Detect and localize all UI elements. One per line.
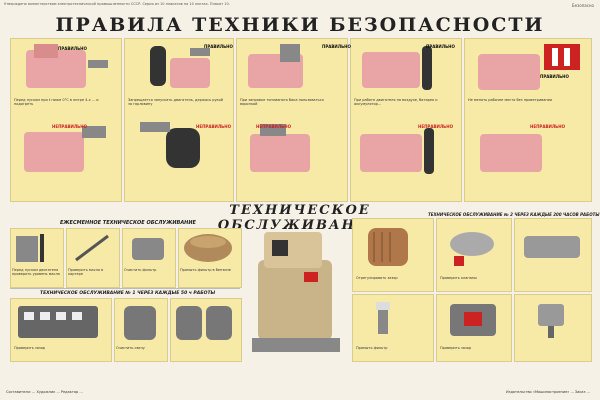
header-right: Безопасно [571,3,594,8]
engine-cutaway-illustration [252,232,340,352]
section-to1: ТЕХНИЧЕСКОЕ ОБСЛУЖИВАНИЕ № 1 ЧЕРЕЗ КАЖДЫ… [40,291,216,296]
maint-caption-1: Перед пуском двигателя проверить уровень… [12,268,60,276]
safety-title: ПРАВИЛА ТЕХНИКИ БЕЗОПАСНОСТИ [55,14,545,36]
safety-caption-5: Не менять рабочее место без проветривани… [468,98,553,102]
engine-illustration-5 [478,44,580,90]
maint-caption-6: Очистить свечу [116,346,145,350]
maint-caption-7: Отрегулировать зазор [356,276,398,280]
maint-caption-9: Промыть фильтр [356,346,388,350]
filter-illustration [132,238,164,260]
engine-illustration-7 [140,122,200,168]
safety-caption-2: Запрещается запускать двигатель, держась… [128,98,224,106]
tag-correct-5: ПРАВИЛЬНО [540,74,569,79]
divider [10,288,240,289]
engine-illustration-10 [480,134,542,172]
maint-caption-10: Проверить зазор [440,346,472,350]
tag-wrong-4: НЕПРАВИЛЬНО [418,124,453,129]
maint-caption-5: Проверить зазор [14,346,46,350]
tag-wrong-3: НЕПРАВИЛЬНО [256,124,291,129]
crankcase-illustration [184,234,232,262]
engine-illustration-8 [250,124,310,172]
tag-correct-2: ПРАВИЛЬНО [204,44,233,49]
tag-correct-1: ПРАВИЛЬНО [58,46,87,51]
cover-illustration-2 [176,306,232,340]
engine-illustration-2 [150,46,210,88]
maint-caption-8: Проверить клапаны [440,276,477,280]
engine-illustration-3 [248,44,303,88]
spark-plug-illustration [376,302,390,334]
control-panel-illustration [18,306,98,338]
footer-right: Издательство «Машиностроение» ... Заказ … [506,390,590,394]
gasket-illustration [524,236,580,258]
engine-illustration-6 [24,126,106,172]
tag-wrong-2: НЕПРАВИЛЬНО [196,124,231,129]
engine-illustration-9 [360,128,434,174]
maint-caption-4: Промыть фильтр в бензине [180,268,231,272]
maint-panel-11 [352,294,434,362]
safety-caption-4: При работе двигателя на воздухе, батарея… [354,98,438,106]
rod-illustration [75,234,109,262]
piston-illustration [538,304,564,338]
tag-wrong-1: НЕПРАВИЛЬНО [52,124,87,129]
dipstick-illustration [16,234,44,262]
maintenance-title: ТЕХНИЧЕСКОЕ ОБСЛУЖИВАНИЕ [217,203,383,233]
maint-caption-2: Проверить масло в картере [68,268,104,276]
header-text: Утверждено министерством электротехничес… [4,2,230,6]
cap-illustration [450,232,494,266]
cover-illustration-1 [124,306,156,340]
tag-wrong-5: НЕПРАВИЛЬНО [530,124,565,129]
footer-left: Составители: ... Художник ... Редактор .… [6,390,83,394]
engine-illustration-1 [26,44,108,88]
tag-correct-3: ПРАВИЛЬНО [322,44,351,49]
cylinder-head-illustration [450,304,496,336]
tag-correct-4: ПРАВИЛЬНО [426,44,455,49]
engine-illustration-4 [362,46,432,90]
safety-caption-3: При заправке топливного бака пользоватьс… [240,98,324,106]
section-to2: ТЕХНИЧЕСКОЕ ОБСЛУЖИВАНИЕ № 2 ЧЕРЕЗ КАЖДЫ… [428,212,600,217]
maint-panel-2 [66,228,120,288]
air-filter-illustration [368,228,408,266]
safety-caption-1: Перед пуском при t ниже 0°С в литре 4-х … [14,98,99,106]
section-daily: ЕЖЕСМЕННОЕ ТЕХНИЧЕСКОЕ ОБСЛУЖИВАНИЕ [60,220,196,226]
maint-caption-3: Очистить фильтр [124,268,157,272]
